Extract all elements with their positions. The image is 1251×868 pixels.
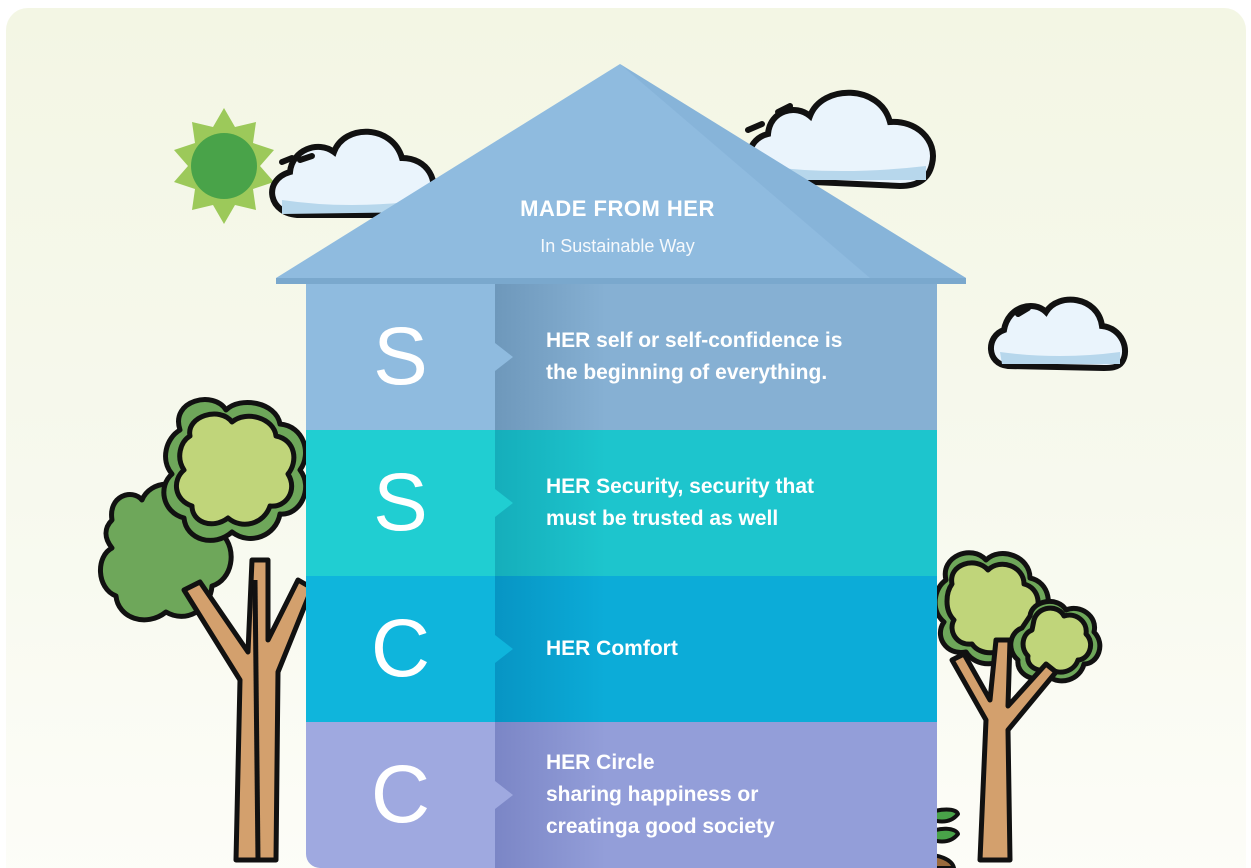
row-letter: S xyxy=(373,457,428,548)
row-description: HER Security, security that must be trus… xyxy=(546,475,815,530)
row-description: HER Comfort xyxy=(546,637,678,660)
row-text-panel xyxy=(495,722,937,868)
row-security: S HER Security, security that must be tr… xyxy=(306,430,937,576)
house-roof xyxy=(276,64,966,284)
row-description: HER self or self-confidence is the begin… xyxy=(546,329,843,384)
tree-right-icon xyxy=(932,550,1103,863)
row-arrow xyxy=(495,343,513,371)
row-letter-panel xyxy=(306,430,495,576)
row-letter: C xyxy=(370,603,431,694)
tree-left-icon xyxy=(98,397,315,863)
roof-subtitle: In Sustainable Way xyxy=(540,236,695,256)
row-letter-panel xyxy=(306,722,495,868)
cloud-icon xyxy=(988,296,1129,372)
row-letter-panel xyxy=(306,576,495,722)
row-text-panel xyxy=(495,576,937,722)
roof-title: MADE FROM HER xyxy=(520,196,715,221)
row-comfort: C HER Comfort xyxy=(306,576,937,722)
row-letter: C xyxy=(370,749,431,840)
row-arrow xyxy=(495,489,513,517)
row-self: S HER self or self-confidence is the beg… xyxy=(306,284,937,430)
sun-icon xyxy=(174,108,274,224)
row-arrow xyxy=(495,635,513,663)
row-text-panel xyxy=(495,430,937,576)
row-arrow xyxy=(495,781,513,809)
cloud-icon xyxy=(745,89,936,190)
row-letter: S xyxy=(373,311,428,402)
row-circle: C HER Circle sharing happiness or creati… xyxy=(306,722,937,868)
row-letter-panel xyxy=(306,284,495,430)
row-description: HER Circle sharing happiness or creating… xyxy=(546,751,775,838)
row-text-panel xyxy=(495,284,937,430)
